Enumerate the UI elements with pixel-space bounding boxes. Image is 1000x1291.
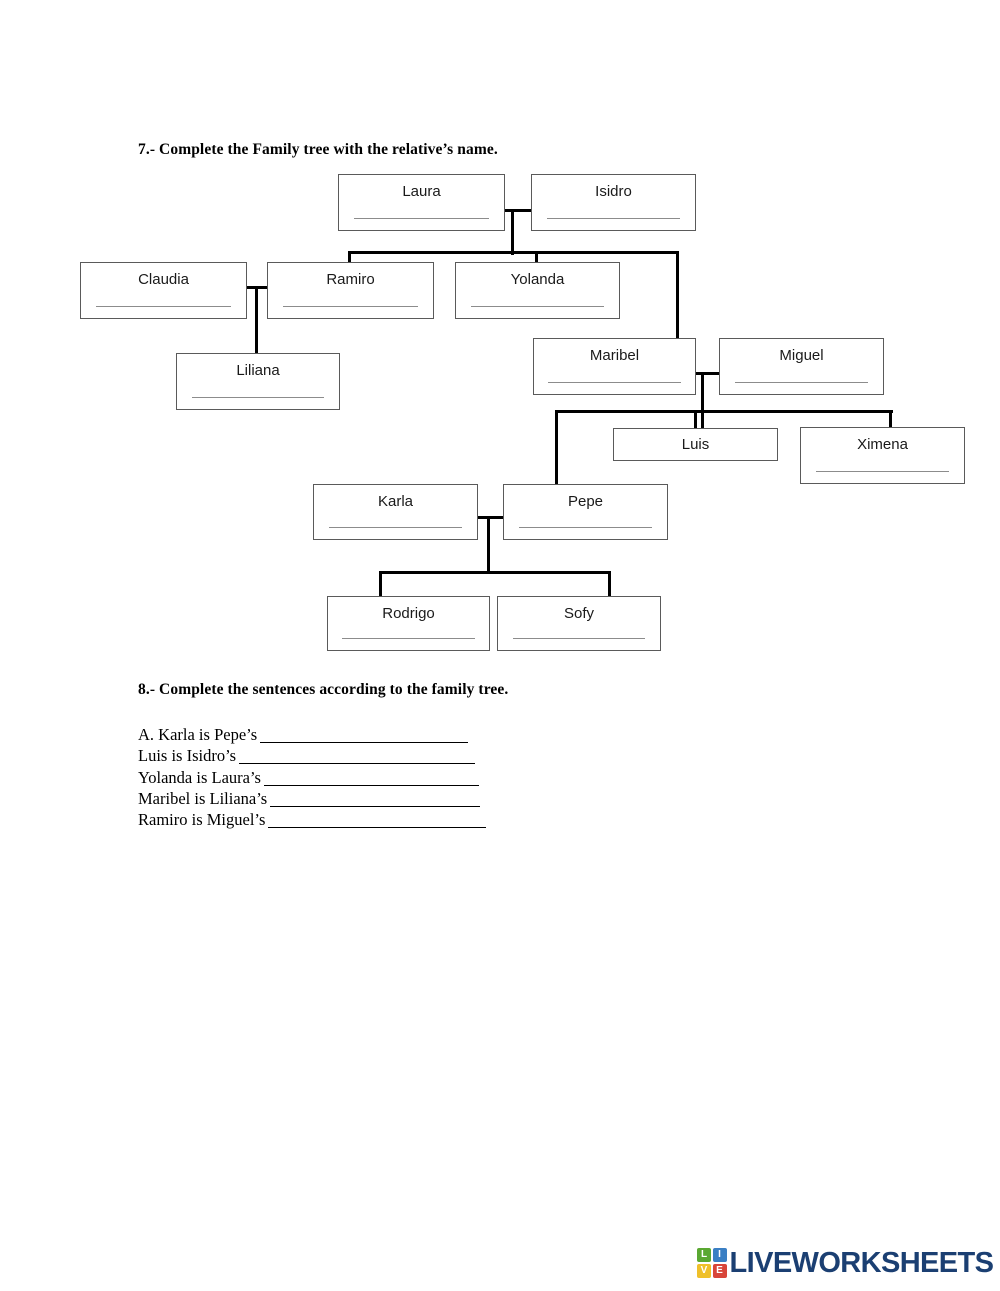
- family-member-name: Luis: [681, 436, 710, 453]
- logo-tile-l: L: [697, 1248, 711, 1263]
- drop-to-pepe: [555, 410, 559, 486]
- marriage-connector-laura-isidro: [500, 209, 535, 213]
- sentence-item: Yolanda is Laura’s: [138, 767, 486, 788]
- family-member-box-ramiro[interactable]: Ramiro: [267, 262, 434, 319]
- drop-to-maribel: [676, 251, 680, 340]
- family-member-box-karla[interactable]: Karla: [313, 484, 478, 540]
- relative-name-blank[interactable]: [546, 218, 681, 219]
- family-member-name: Yolanda: [510, 271, 565, 288]
- descender-karla-pepe: [487, 516, 491, 574]
- sentence-stem: Maribel is Liliana’s: [138, 788, 268, 808]
- drop-to-ramiro: [348, 251, 352, 264]
- relative-name-blank[interactable]: [95, 306, 232, 307]
- family-member-name: Sofy: [563, 605, 594, 622]
- family-member-name: Laura: [402, 183, 441, 200]
- relative-name-blank[interactable]: [470, 306, 605, 307]
- sentence-item: Ramiro is Miguel’s: [138, 809, 487, 830]
- family-member-box-claudia[interactable]: Claudia: [80, 262, 247, 319]
- family-member-box-luis[interactable]: Luis: [613, 428, 778, 461]
- family-member-box-sofy[interactable]: Sofy: [497, 596, 661, 651]
- drop-to-ximena: [889, 410, 893, 429]
- marriage-connector-claudia-ramiro: [244, 286, 276, 290]
- sentence-answer-blank[interactable]: [239, 763, 476, 765]
- exercise-8-heading: 8.- Complete the sentences according to …: [138, 681, 509, 698]
- family-member-box-pepe[interactable]: Pepe: [503, 484, 668, 540]
- family-member-box-laura[interactable]: Laura: [338, 174, 505, 231]
- sentence-item: Luis is Isidro’s: [138, 745, 486, 766]
- relative-name-blank[interactable]: [548, 382, 681, 383]
- sentence-item: A. Karla is Pepe’s: [138, 724, 486, 745]
- descender-maribel-miguel: [701, 372, 705, 432]
- relative-name-blank[interactable]: [815, 471, 950, 472]
- relative-name-blank[interactable]: [191, 397, 325, 398]
- family-member-name: Claudia: [138, 271, 189, 288]
- sentence-answer-blank[interactable]: [270, 805, 481, 807]
- family-member-name: Pepe: [567, 493, 604, 510]
- sibling-bar-generation-2: [348, 251, 679, 255]
- family-member-box-miguel[interactable]: Miguel: [719, 338, 884, 395]
- sentence-stem: Luis is Isidro’s: [138, 746, 237, 766]
- family-member-box-liliana[interactable]: Liliana: [176, 353, 340, 410]
- marriage-connector-karla-pepe: [474, 516, 507, 520]
- sentence-stem: Ramiro is Miguel’s: [138, 810, 266, 830]
- sentence-item: Maribel is Liliana’s: [138, 788, 486, 809]
- family-member-name: Rodrigo: [382, 605, 435, 622]
- descender-claudia-ramiro: [255, 286, 259, 355]
- relative-name-blank[interactable]: [353, 218, 490, 219]
- sibling-bar-generation-3: [555, 410, 893, 414]
- sentence-answer-blank[interactable]: [263, 784, 479, 786]
- family-member-box-rodrigo[interactable]: Rodrigo: [327, 596, 490, 651]
- sentence-answer-blank[interactable]: [268, 827, 487, 829]
- drop-to-sofy: [608, 571, 612, 598]
- relative-name-blank[interactable]: [328, 527, 463, 528]
- drop-to-luis: [694, 410, 698, 430]
- sentence-stem: Yolanda is Laura’s: [138, 767, 261, 787]
- drop-to-yolanda: [535, 251, 539, 264]
- marriage-connector-maribel-miguel: [690, 372, 723, 376]
- family-member-box-maribel[interactable]: Maribel: [533, 338, 696, 395]
- logo-tile-i: I: [712, 1248, 727, 1263]
- family-member-name: Ximena: [857, 436, 908, 453]
- logo-tile-e: E: [712, 1263, 727, 1278]
- family-member-name: Ramiro: [326, 271, 375, 288]
- drop-to-rodrigo: [379, 571, 383, 598]
- family-member-name: Miguel: [779, 347, 824, 364]
- family-member-box-ximena[interactable]: Ximena: [800, 427, 965, 484]
- descender-laura-isidro: [511, 209, 515, 255]
- relative-name-blank[interactable]: [342, 638, 475, 639]
- family-member-name: Karla: [377, 493, 414, 510]
- relative-name-blank[interactable]: [512, 638, 646, 639]
- logo-tile-v: V: [697, 1263, 711, 1278]
- family-member-name: Liliana: [236, 362, 280, 379]
- family-member-box-yolanda[interactable]: Yolanda: [455, 262, 620, 319]
- sibling-bar-generation-4: [379, 571, 611, 575]
- family-member-name: Maribel: [589, 347, 640, 364]
- liveworksheets-wordmark: LIVEWORKSHEETS: [729, 1247, 995, 1279]
- relative-name-blank[interactable]: [518, 527, 653, 528]
- relative-name-blank[interactable]: [282, 306, 419, 307]
- exercise-7-heading: 7.- Complete the Family tree with the re…: [138, 141, 498, 158]
- family-member-name: Isidro: [595, 183, 632, 200]
- sentence-answer-blank[interactable]: [260, 742, 469, 743]
- relative-name-blank[interactable]: [734, 382, 869, 383]
- sentence-stem: A. Karla is Pepe’s: [138, 725, 258, 744]
- family-member-box-isidro[interactable]: Isidro: [531, 174, 696, 231]
